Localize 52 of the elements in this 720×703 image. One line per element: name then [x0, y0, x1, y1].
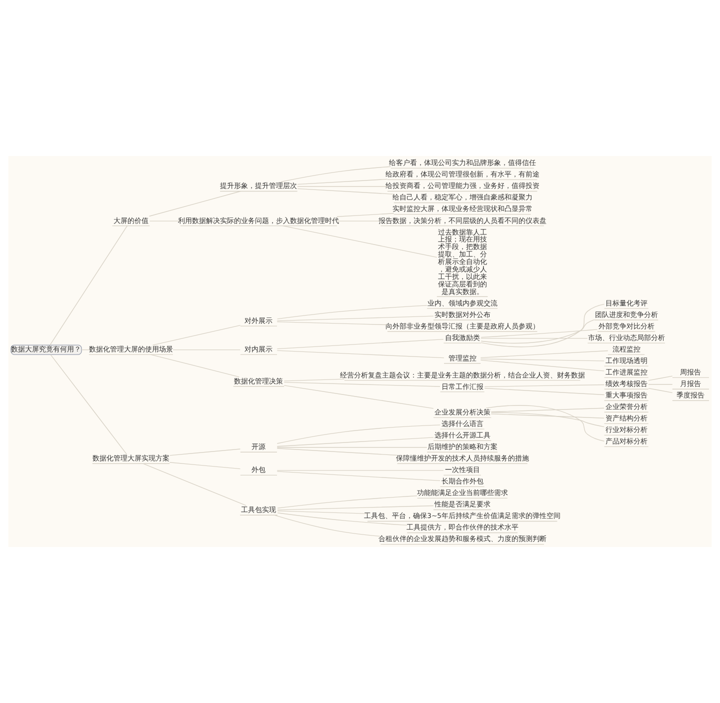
connector: [336, 220, 381, 222]
connector: [282, 226, 438, 258]
connector: [150, 354, 240, 378]
connector: [276, 437, 434, 447]
connector: [169, 462, 241, 470]
connector: [276, 350, 444, 358]
connector: [276, 305, 428, 320]
connector: [276, 424, 441, 444]
connector: [276, 316, 434, 322]
connector: [50, 354, 127, 454]
connector: [480, 329, 598, 338]
connector: [480, 338, 588, 339]
connector: [276, 471, 440, 482]
connector: [276, 447, 428, 448]
connector: [172, 349, 241, 350]
connector: [284, 378, 345, 382]
connector: [152, 325, 241, 346]
connector: [648, 388, 673, 393]
connector: [274, 514, 381, 537]
connector: [149, 220, 181, 222]
connector: [284, 385, 434, 409]
connector: [336, 213, 394, 217]
connector: [480, 319, 595, 344]
connector: [277, 510, 368, 514]
connector: [276, 338, 444, 350]
connector: [276, 448, 398, 456]
connector: [648, 376, 673, 381]
connector: [490, 408, 604, 412]
connector: [484, 384, 605, 388]
connector: [486, 405, 605, 442]
connector: [480, 358, 604, 362]
connector: [276, 321, 388, 326]
connector: [480, 304, 605, 348]
connector: [277, 505, 434, 510]
connector: [277, 495, 418, 508]
connector: [277, 512, 408, 526]
connector: [297, 188, 394, 194]
connector: [50, 226, 128, 346]
connector: [148, 190, 241, 217]
connector: [484, 388, 605, 396]
connector: [490, 414, 604, 418]
connector: [142, 463, 247, 506]
connector: [480, 350, 608, 358]
connector: [297, 186, 388, 187]
connector: [297, 178, 388, 185]
connector: [284, 382, 440, 387]
connector: [276, 470, 444, 471]
connector: [280, 166, 391, 182]
connector: [480, 360, 604, 372]
connector: [169, 448, 241, 456]
connector: [490, 412, 605, 428]
connector: [648, 384, 673, 385]
